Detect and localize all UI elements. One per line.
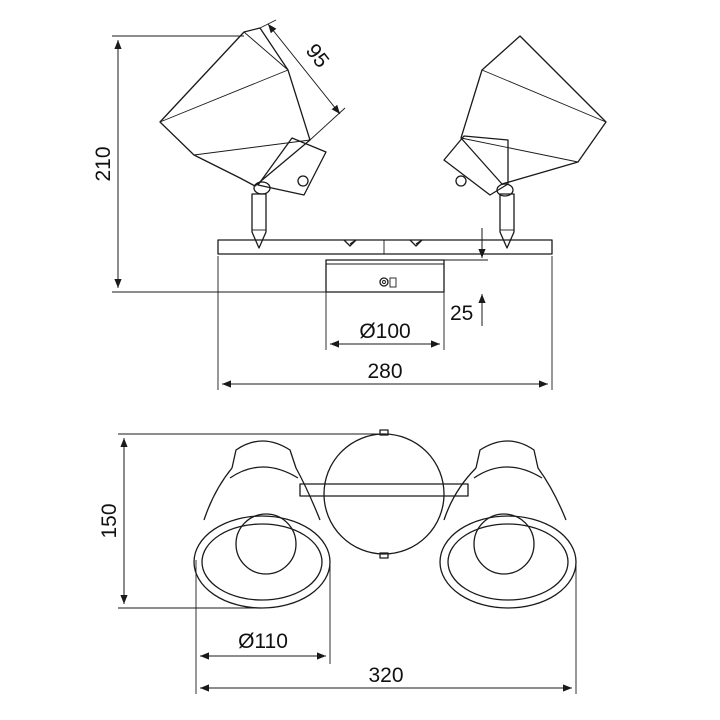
dim-top-depth-label: 150 bbox=[98, 503, 121, 538]
depth-dimension: 25 bbox=[444, 228, 488, 326]
dim-top-width-label: 320 bbox=[368, 664, 403, 687]
side-view: 210 95 25 Ø100 280 bbox=[92, 19, 607, 390]
top-width-dimension: 320 bbox=[195, 562, 577, 694]
dim-head-label: 95 bbox=[301, 40, 334, 73]
dim-shade-label: Ø110 bbox=[238, 630, 288, 653]
left-shade bbox=[193, 440, 331, 609]
left-spotlight bbox=[159, 27, 327, 249]
ceiling-plate bbox=[323, 429, 445, 559]
base-dimension: Ø100 bbox=[325, 292, 445, 350]
connecting-bar bbox=[299, 483, 469, 497]
shade-dimension: Ø110 bbox=[195, 560, 331, 664]
dim-width-label: 280 bbox=[367, 360, 402, 383]
dim-depth-label: 25 bbox=[450, 302, 473, 325]
mounting-rail bbox=[217, 239, 553, 255]
head-dimension: 95 bbox=[259, 19, 346, 141]
dim-base-label: Ø100 bbox=[359, 320, 410, 343]
ceiling-base bbox=[325, 259, 445, 293]
top-depth-dimension: 150 bbox=[98, 433, 380, 609]
right-shade bbox=[439, 440, 577, 609]
right-spotlight bbox=[443, 35, 607, 249]
top-view: 150 Ø110 320 bbox=[98, 429, 577, 694]
height-dimension: 210 bbox=[92, 35, 326, 293]
width-dimension: 280 bbox=[217, 256, 553, 390]
dim-height-label: 210 bbox=[92, 146, 115, 181]
